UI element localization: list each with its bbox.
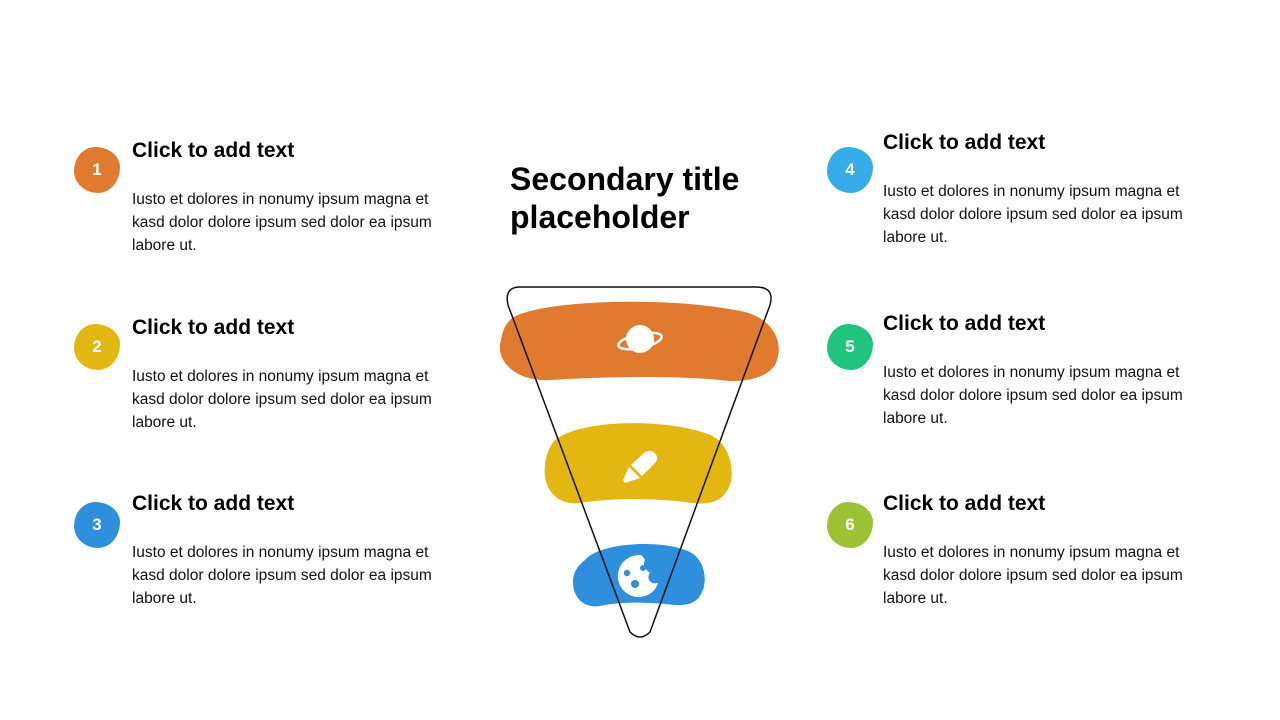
funnel-graphic: [499, 286, 779, 638]
item-heading[interactable]: Click to add text: [883, 492, 1046, 515]
item-body-text[interactable]: Iusto et dolores in nonumy ipsum magna e…: [132, 368, 432, 431]
item-body-text[interactable]: Iusto et dolores in nonumy ipsum magna e…: [883, 364, 1183, 427]
palette-icon: [617, 555, 658, 598]
item-heading[interactable]: Click to add text: [883, 312, 1046, 335]
funnel-outline: [506, 286, 772, 638]
item-heading[interactable]: Click to add text: [883, 131, 1046, 154]
secondary-title[interactable]: Secondary title placeholder: [510, 161, 740, 235]
number-badge-5: 5: [827, 324, 873, 370]
item-body-text[interactable]: Iusto et dolores in nonumy ipsum magna e…: [132, 544, 432, 607]
number-badge-6: 6: [827, 502, 873, 548]
item-heading[interactable]: Click to add text: [132, 139, 295, 162]
item-body-text[interactable]: Iusto et dolores in nonumy ipsum magna e…: [883, 544, 1183, 607]
item-heading[interactable]: Click to add text: [132, 492, 295, 515]
item-heading[interactable]: Click to add text: [132, 316, 295, 339]
item-body-text[interactable]: Iusto et dolores in nonumy ipsum magna e…: [132, 191, 432, 254]
number-badge-2: 2: [74, 324, 120, 370]
pencil-icon: [623, 450, 658, 483]
number-badge-3: 3: [74, 502, 120, 548]
number-badge-1: 1: [74, 147, 120, 193]
item-body-text[interactable]: Iusto et dolores in nonumy ipsum magna e…: [883, 183, 1183, 246]
planet-icon: [617, 325, 663, 353]
number-badge-4: 4: [827, 147, 873, 193]
